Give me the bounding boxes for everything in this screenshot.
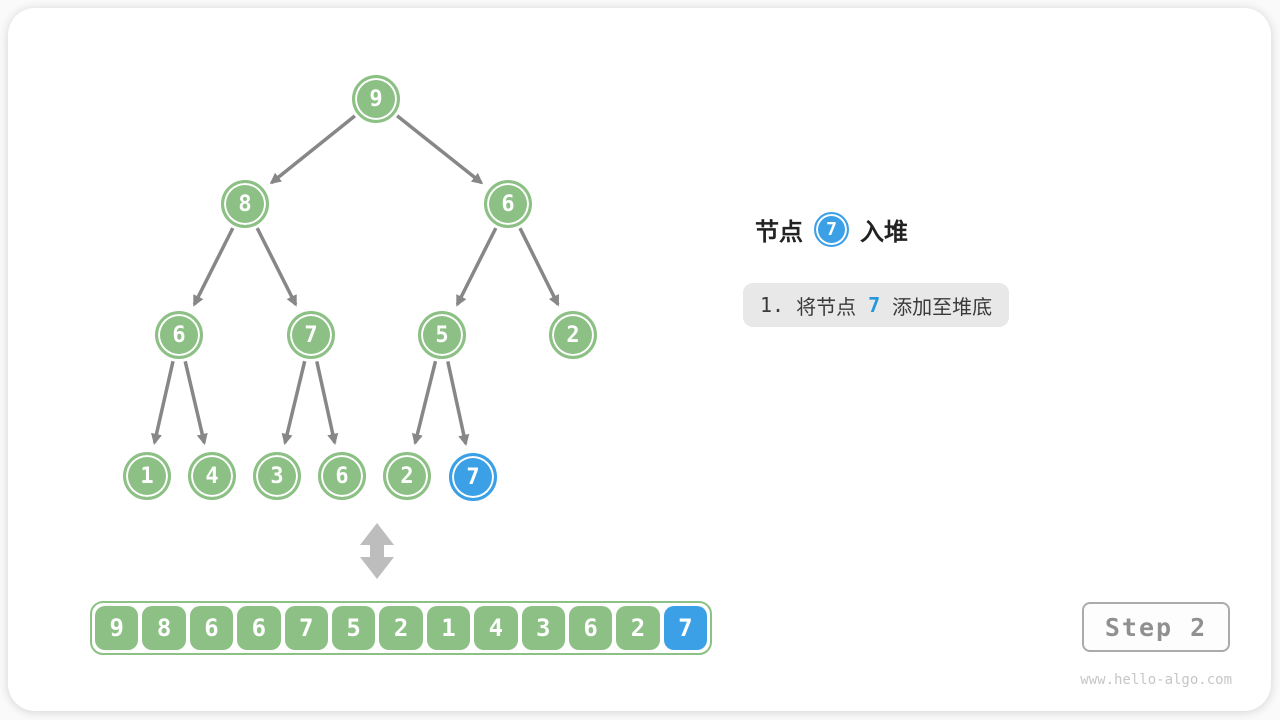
tree-node: 6 bbox=[484, 180, 532, 228]
instruction-text-after: 添加至堆底 bbox=[892, 296, 993, 319]
step-badge: Step 2 bbox=[1082, 602, 1230, 652]
array-cell: 1 bbox=[426, 606, 471, 650]
canvas-card bbox=[8, 8, 1271, 711]
instruction-number: 1. bbox=[760, 293, 785, 317]
tree-node: 5 bbox=[418, 311, 466, 359]
tree-node: 1 bbox=[123, 452, 171, 500]
instruction-highlight-value: 7 bbox=[868, 293, 881, 317]
array-cell: 3 bbox=[521, 606, 565, 650]
title-prefix: 节点 bbox=[755, 219, 803, 246]
array-cell: 9 bbox=[95, 606, 139, 650]
array-cell: 4 bbox=[474, 606, 518, 650]
array-cell: 2 bbox=[616, 606, 660, 650]
tree-node-highlighted: 7 bbox=[449, 453, 497, 501]
array-cell: 8 bbox=[142, 606, 186, 650]
tree-node: 9 bbox=[352, 75, 400, 123]
array-cell: 5 bbox=[331, 606, 376, 650]
title-node-badge: 7 bbox=[814, 212, 849, 247]
section-title: 节点 7 入堆 bbox=[755, 212, 908, 247]
array-cell: 6 bbox=[568, 606, 613, 650]
array-cell: 6 bbox=[189, 606, 234, 650]
tree-node: 6 bbox=[318, 452, 366, 500]
tree-node: 6 bbox=[155, 311, 203, 359]
watermark-url: www.hello-algo.com bbox=[1080, 672, 1232, 688]
instruction-text-before: 将节点 bbox=[796, 296, 857, 319]
tree-node: 8 bbox=[221, 180, 269, 228]
tree-node: 2 bbox=[383, 452, 431, 500]
title-suffix: 入堆 bbox=[860, 219, 908, 246]
array-container: 9 8 6 6 7 5 2 1 4 3 6 2 7 bbox=[90, 601, 712, 655]
array-cell-highlighted: 7 bbox=[663, 606, 708, 650]
tree-node: 3 bbox=[253, 452, 301, 500]
tree-node: 7 bbox=[287, 311, 335, 359]
array-cell: 6 bbox=[237, 606, 281, 650]
array-cell: 7 bbox=[284, 606, 328, 650]
array-cell: 2 bbox=[379, 606, 423, 650]
tree-node: 4 bbox=[188, 452, 236, 500]
tree-node: 2 bbox=[549, 311, 597, 359]
instruction-box: 1. 将节点 7 添加至堆底 bbox=[743, 283, 1010, 327]
